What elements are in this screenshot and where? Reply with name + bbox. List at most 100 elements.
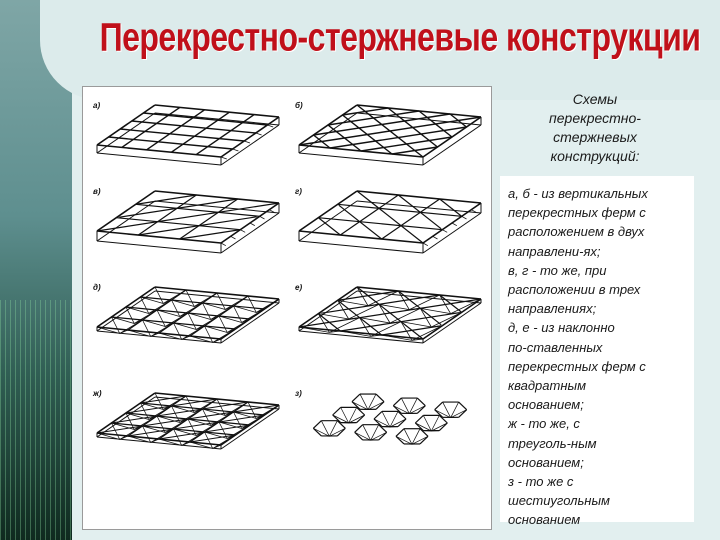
plate-edge — [298, 290, 358, 332]
plate-edge — [298, 200, 358, 242]
diagonal-member — [338, 204, 383, 240]
grid-member — [339, 194, 399, 236]
pyramid-member — [148, 299, 172, 314]
web-member — [267, 124, 274, 128]
web-member — [269, 209, 275, 213]
pyramid-member — [431, 325, 443, 328]
pyramid-member — [420, 307, 451, 315]
pyramid-member — [210, 421, 220, 426]
web-member — [230, 235, 236, 240]
pyramid-member — [158, 332, 182, 340]
caption-body-box: а, б - из вертикальных перекрестных ферм… — [500, 176, 694, 527]
pyramid-member — [127, 435, 151, 443]
diagonal-member — [179, 229, 239, 240]
hex-member — [367, 393, 377, 410]
plate-edge — [298, 286, 358, 328]
pyramid-member — [111, 422, 135, 430]
pyramid-member — [256, 308, 265, 313]
pyramid-member — [127, 329, 151, 337]
pyramid-member — [140, 296, 150, 314]
pyramid-member — [367, 303, 380, 307]
hex-member — [348, 407, 357, 424]
pyramid-member — [185, 395, 195, 413]
pyramid-member — [329, 330, 341, 333]
structure-diagrams: а) б) в) г) д) е) ж) з) — [82, 86, 492, 530]
pyramid-member — [218, 421, 242, 429]
grid-member — [135, 203, 260, 217]
pyramid-member — [439, 294, 452, 314]
grid-member — [195, 114, 255, 156]
pyramid-member — [411, 338, 424, 341]
plate-edge — [220, 212, 280, 254]
caption-line: направлени-ях; — [508, 243, 601, 259]
hex-member — [450, 401, 459, 418]
hex-member — [359, 393, 369, 410]
hex-member — [321, 420, 330, 437]
pyramid-member — [111, 422, 121, 440]
pyramid-member — [111, 316, 121, 334]
hex-member — [434, 409, 444, 418]
hex-member — [375, 393, 385, 403]
plate-edge — [220, 116, 280, 158]
pyramid-member — [165, 428, 174, 433]
pyramid-member — [256, 404, 280, 419]
pyramid-member — [119, 319, 143, 334]
hex-member — [458, 409, 468, 418]
grid-member — [116, 217, 241, 231]
hex-member — [351, 401, 369, 410]
pyramid-member — [154, 286, 164, 304]
hex-member — [403, 428, 413, 445]
label-b: б) — [295, 101, 303, 110]
pyramid-member — [142, 425, 152, 443]
hex-member — [378, 424, 388, 433]
pyramid-member — [150, 428, 174, 443]
hex-member — [389, 411, 399, 428]
plate-edge — [298, 240, 424, 254]
pyramid-member — [370, 334, 382, 337]
hex-member — [351, 401, 361, 410]
pyramid-member — [378, 303, 410, 311]
plate-edge — [96, 152, 222, 166]
hex-member — [373, 418, 391, 428]
hex-member — [392, 405, 402, 414]
plate-edge — [298, 330, 424, 344]
web-member — [432, 235, 438, 240]
diagonal-member — [356, 104, 424, 158]
pyramid-member — [119, 329, 129, 334]
hex-member — [395, 436, 413, 445]
hex-member — [354, 424, 364, 433]
pyramid-member — [181, 325, 205, 340]
web-member — [451, 222, 458, 227]
pyramid-member — [256, 414, 265, 419]
pyramid-member — [204, 431, 214, 449]
diagonal-member — [397, 290, 442, 326]
pyramid-member — [179, 312, 189, 317]
caption-line: основанием — [508, 512, 581, 528]
diagonal-member — [119, 198, 238, 218]
label-v: в) — [93, 187, 101, 196]
pyramid-member — [212, 338, 222, 343]
pyramid-member — [156, 415, 180, 423]
pyramid-member — [140, 296, 164, 304]
pyramid-member — [348, 303, 380, 320]
grid-member — [179, 198, 239, 240]
pyramid-member — [125, 306, 149, 314]
pyramid-member — [204, 325, 214, 343]
hex-member — [395, 435, 405, 445]
hex-member — [397, 410, 407, 420]
pyramid-member — [450, 298, 482, 315]
pyramid-member — [142, 425, 166, 433]
hex-member — [312, 427, 322, 437]
diagonal-member — [318, 313, 341, 332]
pyramid-member — [156, 415, 166, 433]
pyramid-member — [187, 418, 211, 426]
web-member — [244, 140, 251, 144]
pyramid-member — [212, 444, 222, 449]
hex-member — [332, 406, 342, 416]
caption-line: ж - то же, с — [508, 416, 580, 432]
grid-member — [318, 217, 443, 231]
pyramid-member — [154, 392, 164, 410]
pyramid-member — [227, 318, 251, 333]
pyramid-member — [196, 421, 220, 436]
plate-edge — [422, 302, 482, 344]
